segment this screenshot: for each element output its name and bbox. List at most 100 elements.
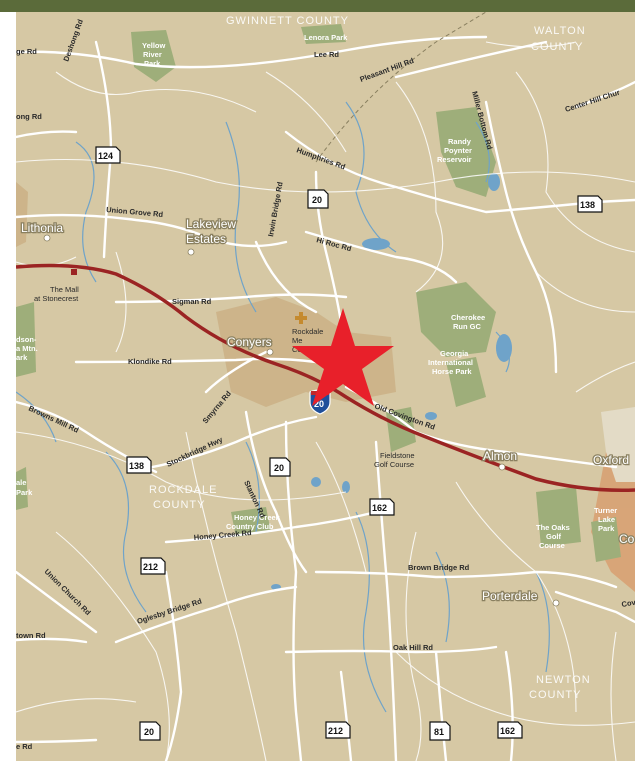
- county-label-newton-2: COUNTY: [529, 689, 581, 701]
- lakes: [271, 173, 512, 590]
- poi-oaks-golf-2: Golf: [546, 532, 561, 541]
- shield-sr162-bottom-text: 162: [500, 726, 515, 736]
- poi-horse-park-2: International: [428, 358, 473, 367]
- poi-rockdale-1: Rockdale: [292, 327, 323, 336]
- red-star-marker[interactable]: [292, 308, 394, 406]
- poi-yellow-river-2: River: [143, 50, 162, 59]
- county-label-gwinnett: GWINNETT COUNTY: [226, 15, 349, 27]
- poi-mall-1: The Mall: [50, 285, 79, 294]
- sr212-west-line: [164, 570, 183, 761]
- shield-sr124-text: 124: [98, 151, 113, 161]
- place-dots: [43, 234, 560, 607]
- shield-sr81: 81: [429, 721, 451, 741]
- e-road-line: [16, 738, 98, 744]
- poi-mall-2: at Stonecrest: [34, 294, 79, 303]
- poi-davidson-2: a Mtn.: [16, 344, 38, 353]
- shield-sr20-south: 20: [269, 457, 291, 477]
- shield-sr20-bottom: 20: [139, 721, 161, 741]
- stockbridge-hwy-line: [134, 415, 318, 472]
- shield-sr124: 124: [95, 146, 121, 164]
- poi-lenora-park: Lenora Park: [304, 33, 348, 42]
- town-road-line: [16, 637, 88, 644]
- miller-bottom-road-line: [484, 100, 558, 374]
- humphries-sr138-line: [284, 130, 635, 214]
- poi-fieldstone-1: Fieldstone: [380, 451, 415, 460]
- county-label-rockdale-2: COUNTY: [153, 499, 205, 511]
- county-label-walton-2: COUNTY: [531, 41, 583, 53]
- shield-sr212-west: 212: [140, 557, 166, 575]
- brown-bridge-road-line: [314, 570, 618, 589]
- place-label-porterdale[interactable]: Porterdale: [481, 588, 539, 605]
- water-features: [16, 101, 550, 713]
- poi-davidson-1: dson-: [16, 335, 37, 344]
- mall-marker: [71, 269, 77, 275]
- sr162-bottom-line: [504, 650, 514, 761]
- sr162-line: [374, 440, 398, 761]
- shield-sr162-mid: 162: [369, 498, 395, 516]
- shield-sr138-west-text: 138: [129, 461, 144, 471]
- road-label-town-rd: town Rd: [16, 631, 46, 640]
- poi-horse-park-3: Horse Park: [432, 367, 472, 376]
- shield-sr20-north-text: 20: [312, 195, 322, 205]
- shield-sr138-east-text: 138: [580, 200, 595, 210]
- honey-creek-road-line: [164, 510, 378, 544]
- poi-turner-1: Turner: [594, 506, 617, 515]
- shield-sr20-bottom-text: 20: [144, 727, 154, 737]
- county-label-rockdale-1: ROCKDALE: [149, 484, 218, 496]
- center-hill-road-line: [574, 80, 635, 109]
- place-label-lithonia[interactable]: Lithonia: [20, 220, 65, 237]
- place-label-oxford[interactable]: Oxford: [592, 452, 631, 469]
- sr81-line: [434, 650, 448, 761]
- place-label-lakeview-1[interactable]: Lakeview: [185, 216, 238, 233]
- road-label-ge-rd: ge Rd: [16, 47, 37, 56]
- poi-cherokee-1: Cherokee: [451, 313, 485, 322]
- poi-randy-3: Reservoir: [437, 155, 472, 164]
- oak-hill-road-line: [284, 645, 498, 654]
- poi-turner-3: Park: [598, 524, 615, 533]
- road-label-lee-rd: Lee Rd: [314, 50, 339, 59]
- stanton-road-line: [244, 410, 308, 574]
- poi-rockdale-2: Me: [292, 336, 302, 345]
- hospital-icon: [295, 312, 307, 324]
- top-border-bar: [0, 0, 635, 12]
- pleasant-hill-road-line: [394, 40, 548, 79]
- shield-sr20-south-text: 20: [274, 463, 284, 473]
- shield-sr162-mid-text: 162: [372, 503, 387, 513]
- oglesby-bridge-road-line: [114, 585, 298, 644]
- place-label-conyers[interactable]: Conyers: [226, 334, 273, 351]
- county-label-walton-1: WALTON: [534, 25, 586, 37]
- place-label-lakeview-2[interactable]: Estates: [185, 231, 228, 248]
- road-label-klondike: Klondike Rd: [128, 357, 172, 366]
- interstate-20-line: [16, 263, 635, 492]
- poi-turner-2: Lake: [598, 515, 615, 524]
- shield-sr162-bottom: 162: [497, 721, 523, 739]
- union-grove-road-line: [16, 213, 288, 248]
- place-label-almon[interactable]: Almon: [482, 448, 519, 465]
- poi-cherokee-2: Run GC: [453, 322, 481, 331]
- poi-randy-2: Poynter: [444, 146, 472, 155]
- poi-oaks-golf-1: The Oaks: [536, 523, 570, 532]
- road-label-cov: Cov: [621, 598, 635, 609]
- map-canvas[interactable]: GWINNETT COUNTY WALTON COUNTY ROCKDALE C…: [16, 12, 635, 761]
- shield-sr212-west-text: 212: [143, 562, 158, 572]
- poi-davidson-3: ark: [16, 353, 28, 362]
- shield-sr138-west: 138: [126, 456, 152, 474]
- irwin-bridge-road-line: [254, 240, 318, 314]
- lee-road-line: [16, 35, 488, 69]
- poi-fieldstone-2: Golf Course: [374, 460, 414, 469]
- hi-roc-road-line: [304, 230, 458, 284]
- sr212-bottom-line: [339, 670, 353, 761]
- county-label-newton-1: NEWTON: [536, 674, 591, 686]
- road-label-sigman: Sigman Rd: [172, 297, 212, 306]
- shield-sr212-bottom-text: 212: [328, 726, 343, 736]
- road-label-e-rd: e Rd: [16, 742, 33, 751]
- place-label-covington[interactable]: Co: [618, 531, 635, 548]
- poi-yellow-river-3: Park: [144, 59, 161, 68]
- shield-sr81-text: 81: [434, 727, 444, 737]
- sigman-road-line: [114, 293, 348, 304]
- poi-yellow-river-1: Yellow: [142, 41, 166, 50]
- poi-park-partial: Park: [16, 488, 33, 497]
- long-road-line: [16, 130, 78, 139]
- shield-sr212-bottom: 212: [325, 721, 351, 739]
- klondike-road-line: [74, 357, 318, 364]
